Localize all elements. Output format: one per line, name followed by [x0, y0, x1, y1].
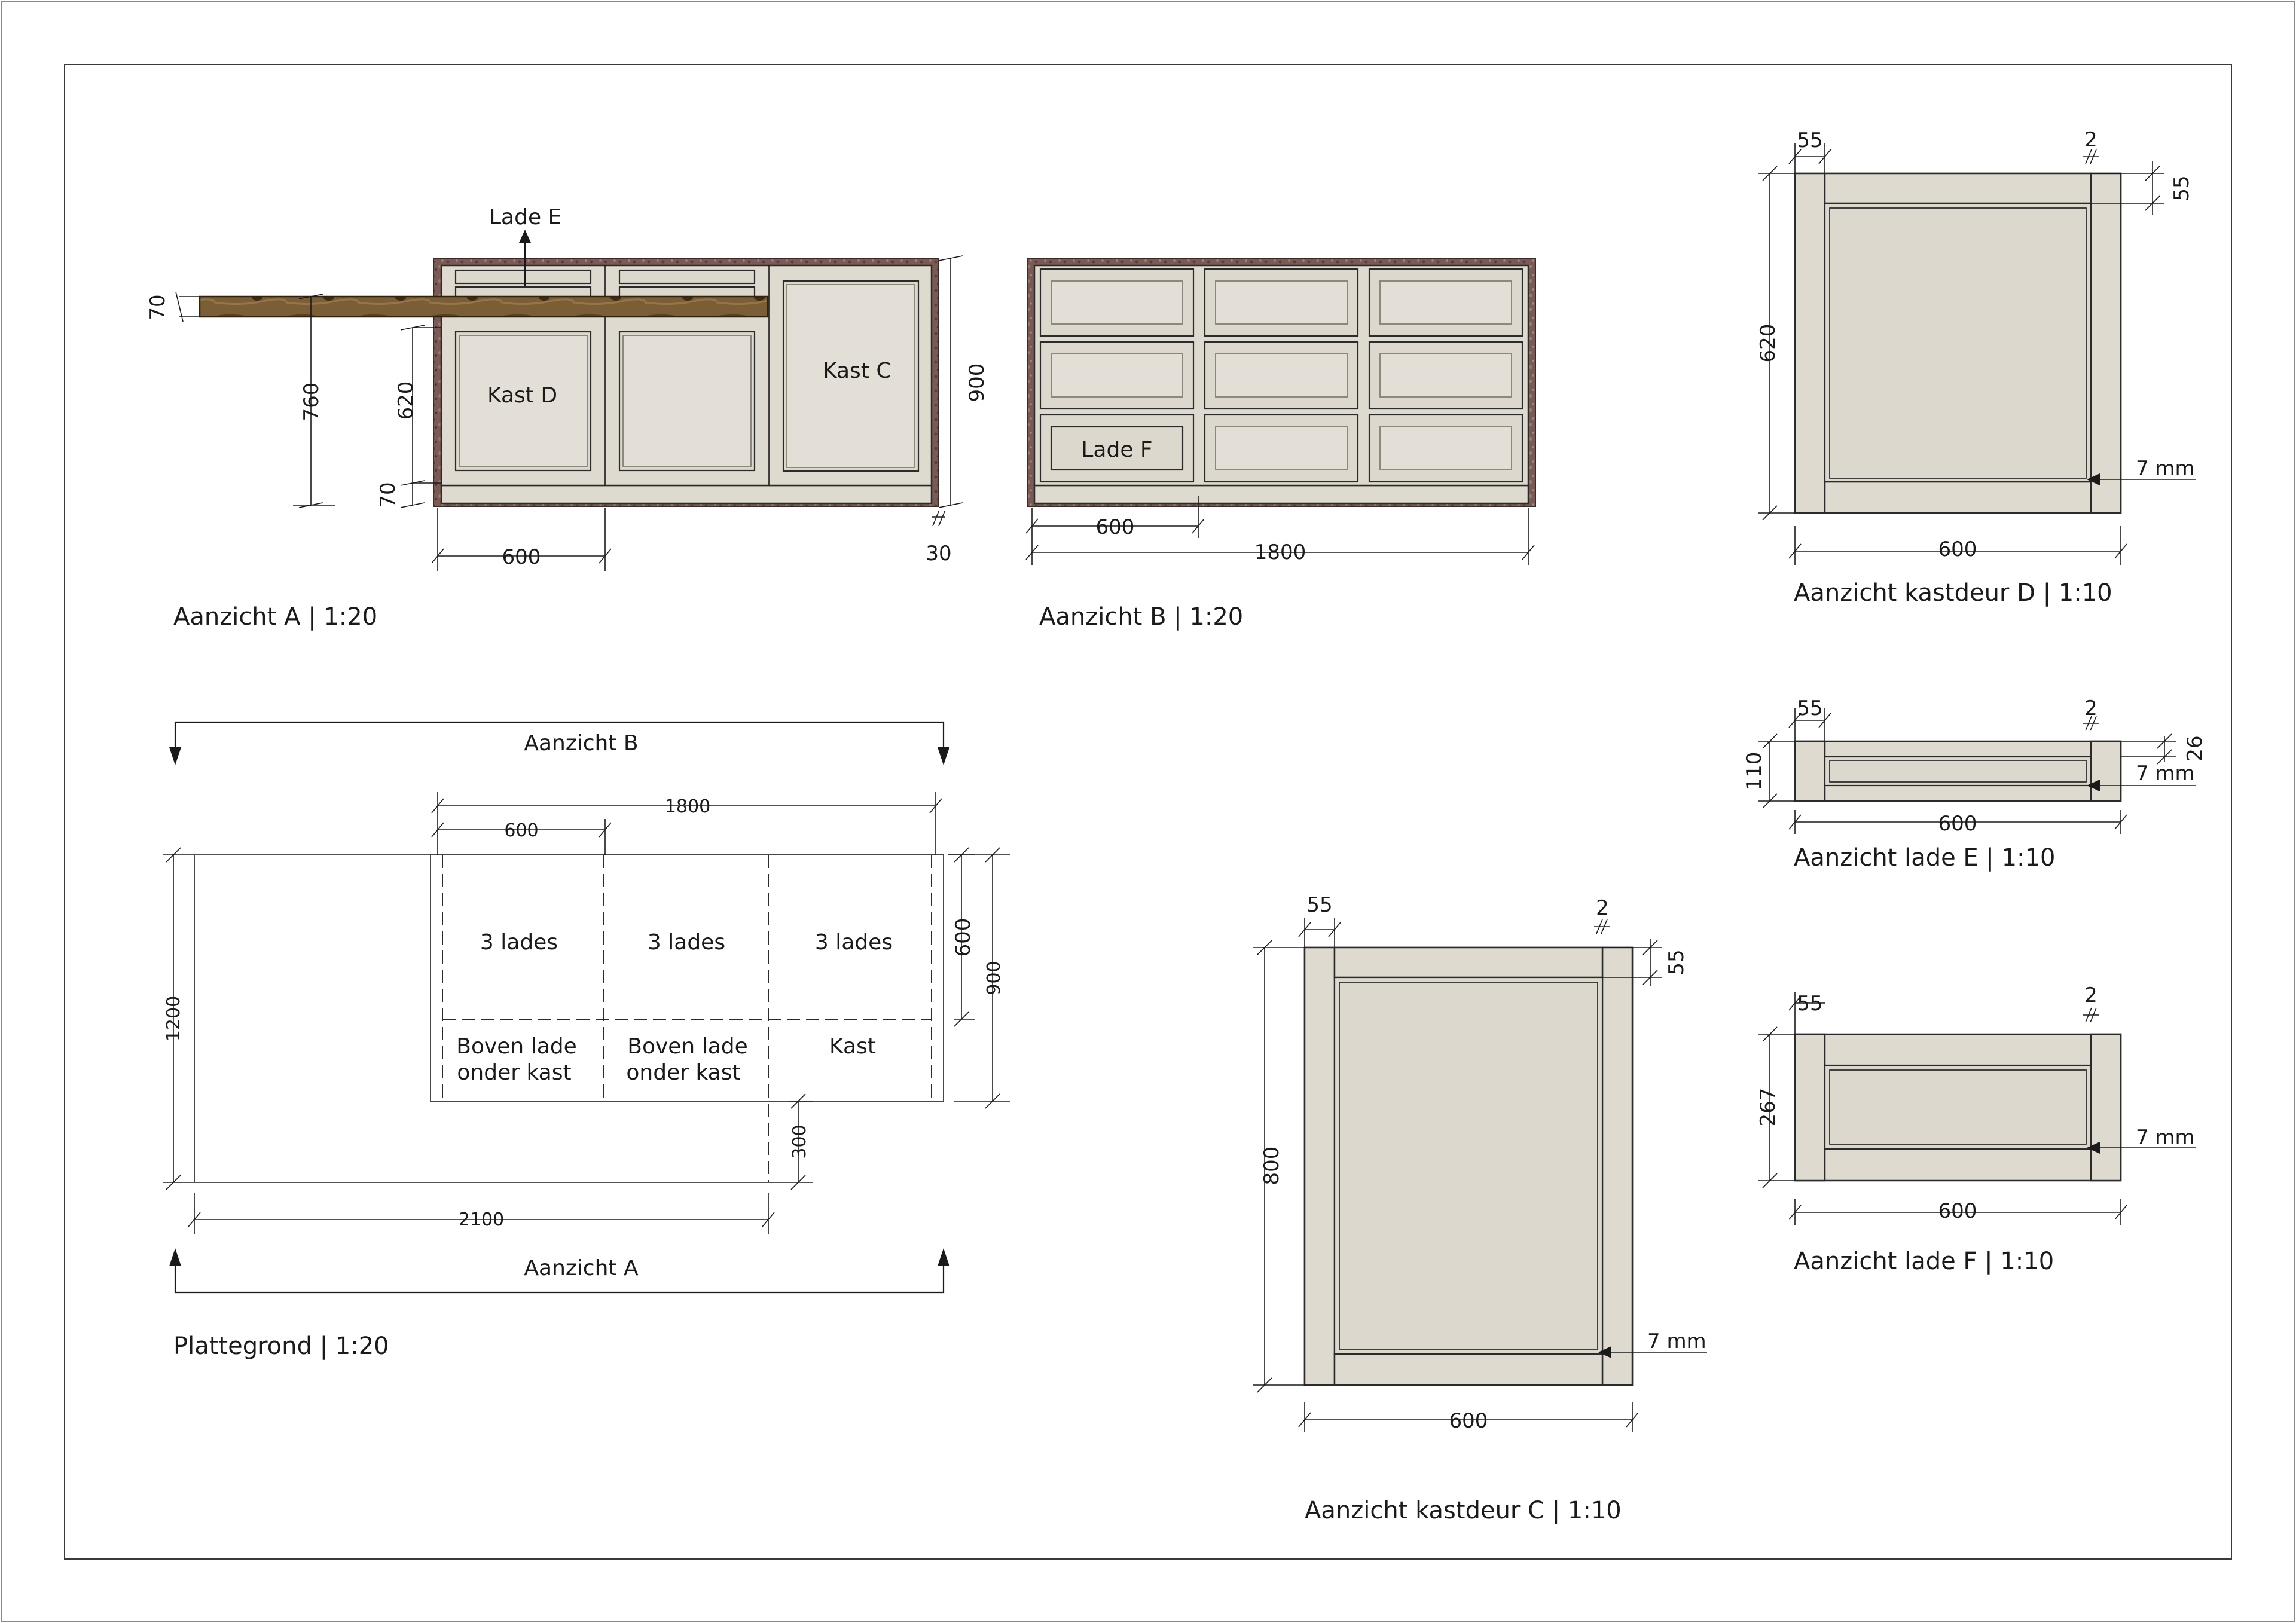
view-a-dim-620: 620 — [394, 381, 418, 420]
door-c-dim-55-left: 55 — [1306, 893, 1332, 917]
view-a-dim-70-bottom: 70 — [376, 482, 400, 508]
view-a-dim-760: 760 — [300, 383, 323, 421]
door-d-dim-600: 600 — [1938, 537, 1977, 561]
view-b-drawer-grid — [1039, 268, 1523, 483]
drawer-f-dim-2: 2 — [2084, 983, 2097, 1007]
view-b-plinth — [1033, 484, 1529, 505]
drawer-e-dim-110: 110 — [1742, 752, 1766, 791]
door-d-dim-620: 620 — [1756, 324, 1780, 363]
view-a-drawer-1a — [454, 269, 592, 285]
view-a-dim-900: 900 — [965, 363, 989, 402]
plan-table-outline — [194, 854, 768, 1183]
drawer-f-title: Aanzicht lade F | 1:10 — [1794, 1248, 2054, 1275]
plan-aanzicht-a-label: Aanzicht A — [524, 1256, 639, 1280]
view-b-lade-f-label: Lade F — [1081, 438, 1152, 462]
drawer-f-view: 55 2 267 7 mm 600 Aanzicht lade F | 1:10 — [1756, 983, 2196, 1275]
door-d-bottom-rail — [1824, 481, 2092, 514]
view-a: Lade E Kast D Kast C 70 760 620 70 900 3… — [146, 205, 989, 631]
door-d-dim-2: 2 — [2084, 128, 2097, 152]
door-d-dim-55-right: 55 — [2170, 175, 2194, 201]
plan-title: Plattegrond | 1:20 — [173, 1332, 389, 1360]
door-d-view: 55 2 55 620 7 mm 600 Aanzicht kastdeur D… — [1756, 128, 2196, 607]
drawer-f-panel — [1824, 1064, 2092, 1150]
view-b-title: Aanzicht B | 1:20 — [1039, 603, 1243, 631]
door-c-dim-2: 2 — [1596, 896, 1609, 920]
door-d-panel — [1824, 202, 2092, 483]
plan-cell-top-3: 3 lades — [815, 930, 893, 955]
drawer-f-dim-7mm: 7 mm — [2136, 1126, 2195, 1150]
view-a-plinth — [440, 484, 933, 505]
view-a-wood-shelf — [199, 295, 769, 318]
door-c-dim-600: 600 — [1449, 1409, 1488, 1433]
view-a-door-2-inner — [622, 335, 752, 467]
drawer-e-dim-7mm: 7 mm — [2136, 762, 2195, 785]
view-b: Lade F 600 1800 Aanzicht B | 1:20 — [1025, 258, 1536, 631]
drawer-e-dim-26: 26 — [2183, 735, 2207, 761]
plan-cell-bottom-2a: Boven lade — [627, 1034, 748, 1059]
view-b-dim-600: 600 — [1096, 515, 1135, 539]
plan-cell-bottom-1b: onder kast — [457, 1060, 571, 1085]
view-a-dim-600: 600 — [502, 545, 541, 569]
plan-dim-300: 300 — [789, 1124, 810, 1159]
plan-dim-1200: 1200 — [163, 996, 184, 1041]
plan-dim-600: 600 — [504, 820, 538, 841]
view-a-kast-c-label: Kast C — [823, 359, 891, 383]
view-a-lade-e-label: Lade E — [489, 205, 561, 230]
door-c-panel — [1333, 976, 1604, 1355]
view-a-drawer-2a — [618, 269, 756, 285]
drawer-e-view: 55 2 26 110 7 mm 600 Aanzicht lade E | 1… — [1742, 696, 2207, 872]
view-a-door-c-inner — [786, 284, 915, 468]
plan-cell-bottom-1a: Boven lade — [456, 1034, 577, 1059]
drawer-f-dim-267: 267 — [1756, 1088, 1780, 1127]
plan-dim-900: 900 — [984, 961, 1004, 995]
drawer-e-dim-600: 600 — [1938, 812, 1977, 836]
drawer-e-panel — [1824, 756, 2092, 787]
plan-cell-top-2: 3 lades — [648, 930, 725, 955]
plan-cell-top-1: 3 lades — [480, 930, 558, 955]
plan-dim-600-side: 600 — [951, 918, 975, 957]
door-c-view: 55 2 55 800 7 mm 600 Aanzicht kastdeur C… — [1253, 893, 1707, 1524]
door-c-dim-800: 800 — [1260, 1147, 1284, 1185]
view-b-dim-1800: 1800 — [1254, 540, 1306, 564]
door-c-dim-7mm: 7 mm — [1647, 1329, 1706, 1353]
view-a-title: Aanzicht A | 1:20 — [173, 603, 377, 631]
door-c-dim-55-right: 55 — [1665, 949, 1689, 975]
drawer-f-dim-600: 600 — [1938, 1199, 1977, 1223]
drawer-f-dim-55: 55 — [1797, 992, 1822, 1016]
door-d-dim-7mm: 7 mm — [2136, 457, 2195, 481]
plan-dim-2100: 2100 — [459, 1209, 504, 1230]
plan-cell-bottom-2b: onder kast — [626, 1060, 740, 1085]
drawer-e-title: Aanzicht lade E | 1:10 — [1794, 844, 2055, 872]
plan-dim-1800: 1800 — [665, 796, 710, 817]
plan-island — [430, 854, 944, 1102]
view-a-dim-30: 30 — [926, 542, 951, 566]
sheet-inner-border — [64, 64, 2232, 1560]
door-c-title: Aanzicht kastdeur C | 1:10 — [1305, 1497, 1622, 1524]
drawer-e-dim-55: 55 — [1797, 696, 1822, 720]
view-a-kast-d-label: Kast D — [487, 383, 557, 408]
plan-aanzicht-b-label: Aanzicht B — [524, 731, 638, 756]
door-d-left-stile — [1794, 172, 1826, 514]
drawer-e-dim-2: 2 — [2084, 696, 2097, 720]
door-d-right-stile — [2090, 172, 2122, 514]
floor-plan: Aanzicht B Aanzicht A 3 lades 3 lades 3 … — [163, 721, 1010, 1360]
view-a-dim-70-top: 70 — [146, 294, 170, 320]
plan-cell-bottom-3: Kast — [829, 1034, 876, 1059]
view-a-door-d-inner — [459, 335, 588, 467]
door-d-dim-55-left: 55 — [1797, 129, 1822, 152]
door-d-title: Aanzicht kastdeur D | 1:10 — [1794, 579, 2112, 607]
door-d-top-rail — [1824, 172, 2092, 204]
